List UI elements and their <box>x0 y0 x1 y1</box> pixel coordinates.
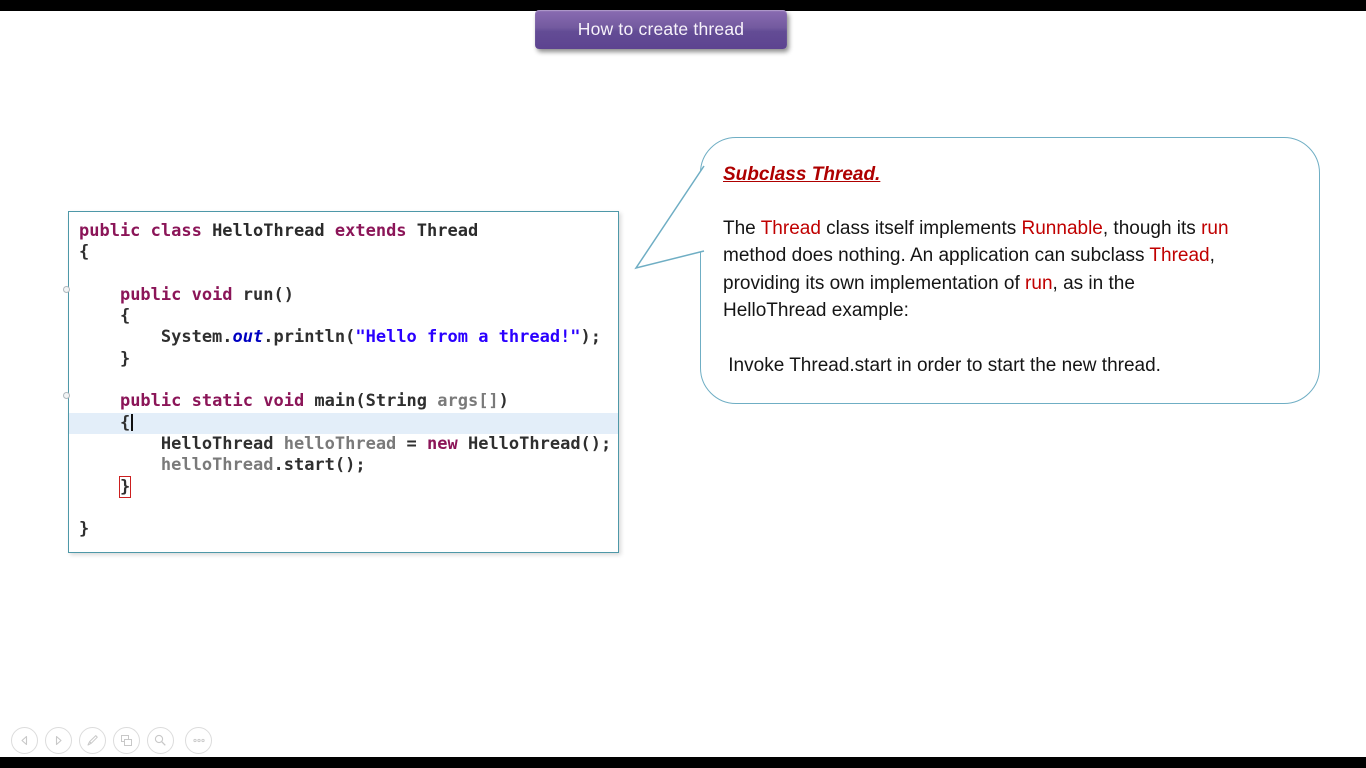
code-editor-screenshot: public class HelloThread extends Thread{… <box>68 211 619 553</box>
callout-paragraph: The Thread class itself implements Runna… <box>723 217 1229 322</box>
fold-marker-icon <box>63 392 70 399</box>
letterbox-top <box>0 0 1366 11</box>
pen-annotate-button[interactable] <box>79 727 106 754</box>
previous-arrow-icon <box>17 733 32 748</box>
code-listing: public class HelloThread extends Thread{… <box>69 221 618 540</box>
ellipsis-icon <box>191 733 207 748</box>
slide-title-banner: How to create thread <box>535 10 787 49</box>
previous-slide-button[interactable] <box>11 727 38 754</box>
letterbox-bottom <box>0 757 1366 768</box>
slide-sorter-icon <box>119 733 134 748</box>
callout-bubble: Subclass Thread. The Thread class itself… <box>700 137 1320 404</box>
fold-marker-icon <box>63 286 70 293</box>
zoom-slide-button[interactable] <box>147 727 174 754</box>
magnifier-icon <box>153 733 168 748</box>
more-options-button[interactable] <box>185 727 212 754</box>
callout-invoke-note: Invoke Thread.start in order to start th… <box>723 354 1161 376</box>
slide-title: How to create thread <box>577 19 745 39</box>
next-arrow-icon <box>51 733 66 748</box>
pen-icon <box>85 733 100 748</box>
callout-heading: Subclass Thread. <box>723 164 881 185</box>
see-all-slides-button[interactable] <box>113 727 140 754</box>
next-slide-button[interactable] <box>45 727 72 754</box>
